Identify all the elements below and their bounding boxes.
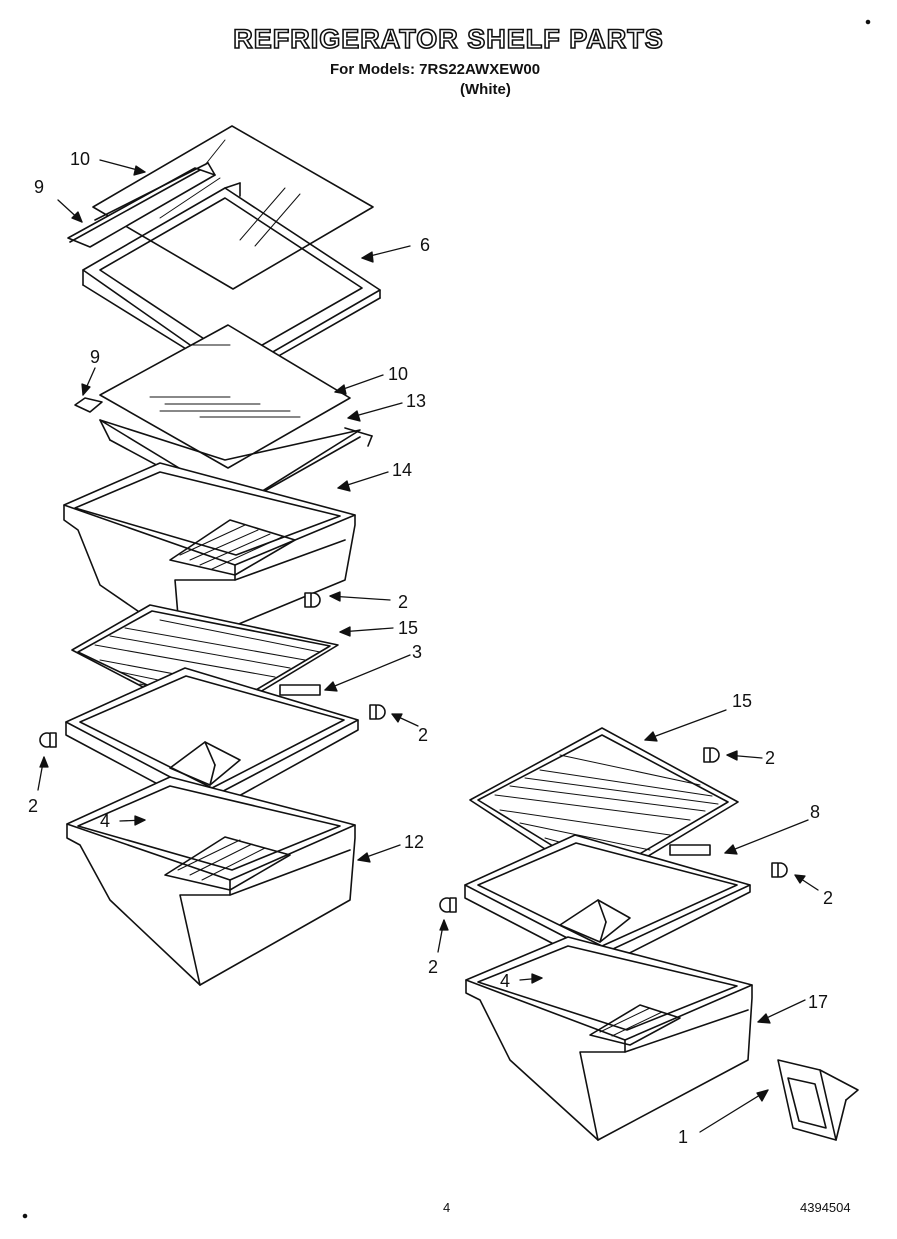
corner-mark [24, 1215, 27, 1218]
screw-icon [440, 898, 456, 912]
callout-label: 8 [810, 802, 821, 822]
callout-label: 6 [420, 235, 431, 255]
model-info: For Models: 7RS22AWXEW00 (White) [330, 60, 590, 100]
callout-label: 2 [823, 888, 834, 908]
screw-icon [772, 863, 787, 877]
callout-label: 10 [70, 149, 91, 169]
glass-shelf-top [93, 126, 373, 289]
callout-label: 9 [34, 177, 45, 197]
callout-label: 17 [808, 992, 829, 1012]
callout-label: 2 [398, 592, 409, 612]
callout-label: 15 [732, 691, 753, 711]
page-title: REFRIGERATOR SHELF PARTS [232, 23, 664, 55]
callout-label: 10 [388, 364, 409, 384]
crisper-pan-upper [64, 463, 355, 640]
screw-icon [305, 593, 320, 607]
callout-label: 2 [765, 748, 776, 768]
screw-icon [40, 733, 56, 747]
document-number: 4394504 [800, 1200, 851, 1215]
corner-mark [867, 21, 870, 24]
callout-label: 4 [500, 971, 511, 991]
callout-label: 12 [404, 832, 425, 852]
callout-label: 2 [418, 725, 429, 745]
screw-icon [370, 705, 385, 719]
glass-shelf-middle [100, 325, 350, 468]
callout-label: 14 [392, 460, 413, 480]
color-line: (White) [460, 81, 511, 98]
callout-label: 15 [398, 618, 419, 638]
models-line: For Models: 7RS22AWXEW00 [330, 61, 541, 78]
callout-label: 1 [678, 1127, 689, 1147]
leader-lines [38, 160, 818, 1132]
callout-label: 13 [406, 391, 427, 411]
callout-label: 2 [28, 796, 39, 816]
callout-label: 4 [100, 811, 111, 831]
crisper-pan-lower-left [67, 777, 355, 985]
page-number: 4 [443, 1200, 451, 1215]
screw-icon [704, 748, 719, 762]
callout-label: 2 [428, 957, 439, 977]
crisper-pan-lower-right [466, 937, 752, 1140]
callout-label: 9 [90, 347, 101, 367]
bracket-part [778, 1060, 858, 1140]
shelf-trim-middle [75, 398, 102, 412]
callout-label: 3 [412, 642, 423, 662]
crisper-cover-upper [72, 605, 338, 722]
shelf-trim-top [68, 163, 215, 247]
